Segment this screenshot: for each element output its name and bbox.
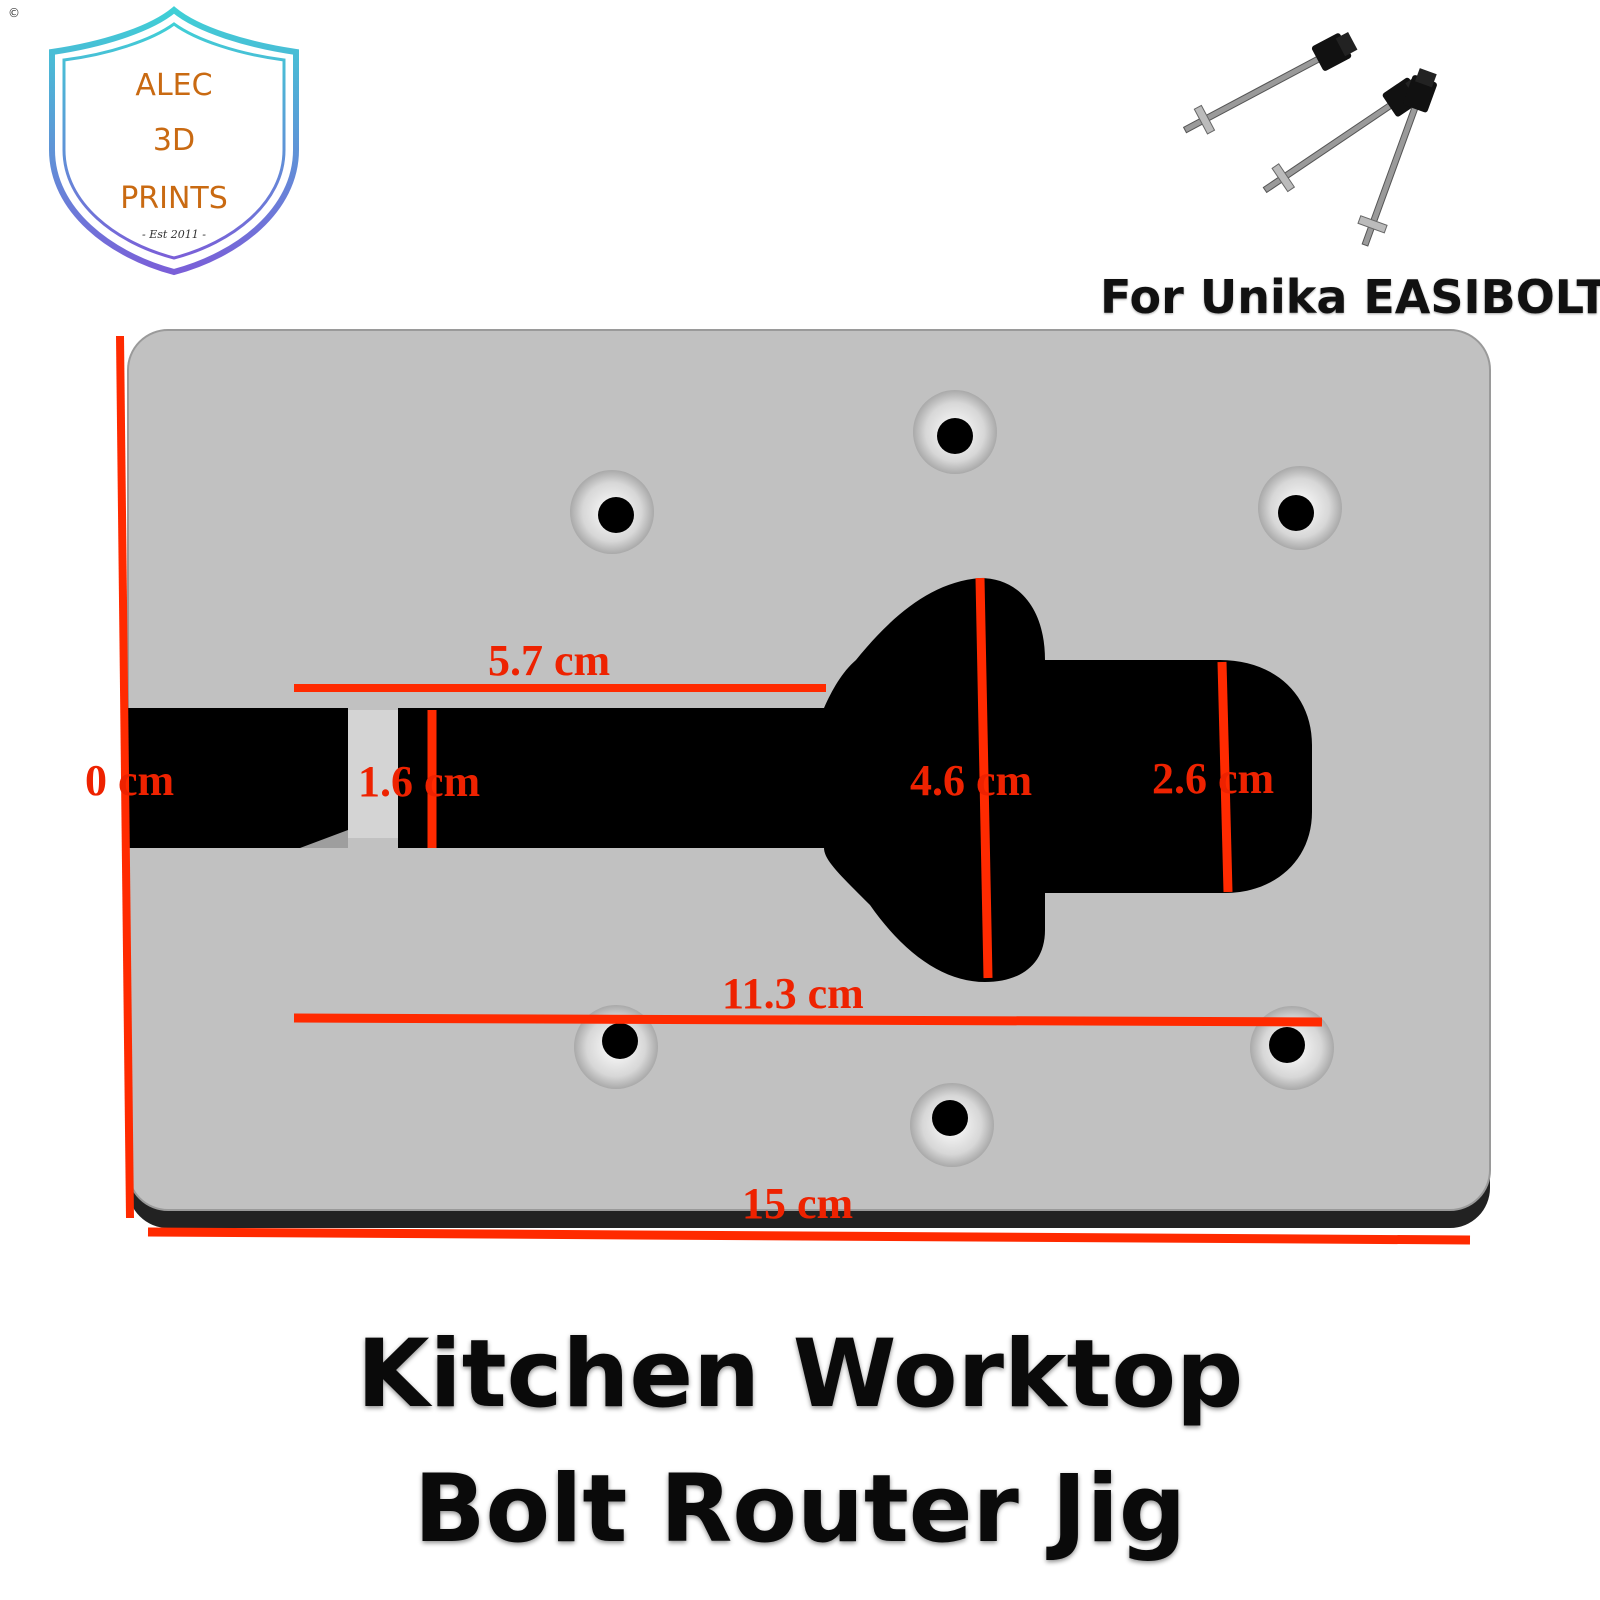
slot-length-label: 5.7 cm — [488, 636, 610, 685]
head-width-line — [975, 577, 993, 979]
nose-width-line — [1217, 661, 1233, 893]
left-edge-line — [116, 335, 134, 1219]
center-length-label: 11.3 cm — [722, 969, 864, 1018]
hole — [913, 390, 997, 474]
hole — [910, 1083, 994, 1167]
total-length-label: 15 cm — [742, 1179, 853, 1228]
dimension-labels: 0 cm 1.6 cm 5.7 cm 4.6 cm 2.6 cm 11.3 cm… — [85, 636, 1274, 1228]
shield-logo-icon: ALEC 3D PRINTS - Est 2011 - — [49, 6, 299, 276]
logo-line1: ALEC — [135, 68, 212, 103]
countersunk-holes — [570, 390, 1342, 1167]
product-subtitle: For Unika EASIBOLT — [1100, 270, 1600, 324]
center-length-line — [293, 1013, 1323, 1027]
logo-est: - Est 2011 - — [142, 228, 206, 241]
easibolt-bolt-icon — [1182, 31, 1437, 247]
copyright-mark: © — [8, 6, 20, 20]
dimension-lines — [116, 335, 1471, 1245]
logo-line3: PRINTS — [120, 181, 228, 216]
page-title-line1: Kitchen Worktop — [356, 1320, 1244, 1429]
nose-width-label: 2.6 cm — [1152, 754, 1274, 803]
left-edge-label: 0 cm — [85, 756, 174, 805]
hole — [1258, 466, 1342, 550]
head-width-label: 4.6 cm — [910, 756, 1032, 805]
hole — [1250, 1006, 1334, 1090]
logo-line2: 3D — [153, 123, 195, 158]
page-title-line2: Bolt Router Jig — [413, 1455, 1187, 1564]
hole — [570, 470, 654, 554]
slot-width-label: 1.6 cm — [358, 757, 480, 806]
hole — [574, 1005, 658, 1089]
total-length-line — [147, 1227, 1471, 1245]
bolt-cutout — [128, 578, 1312, 982]
